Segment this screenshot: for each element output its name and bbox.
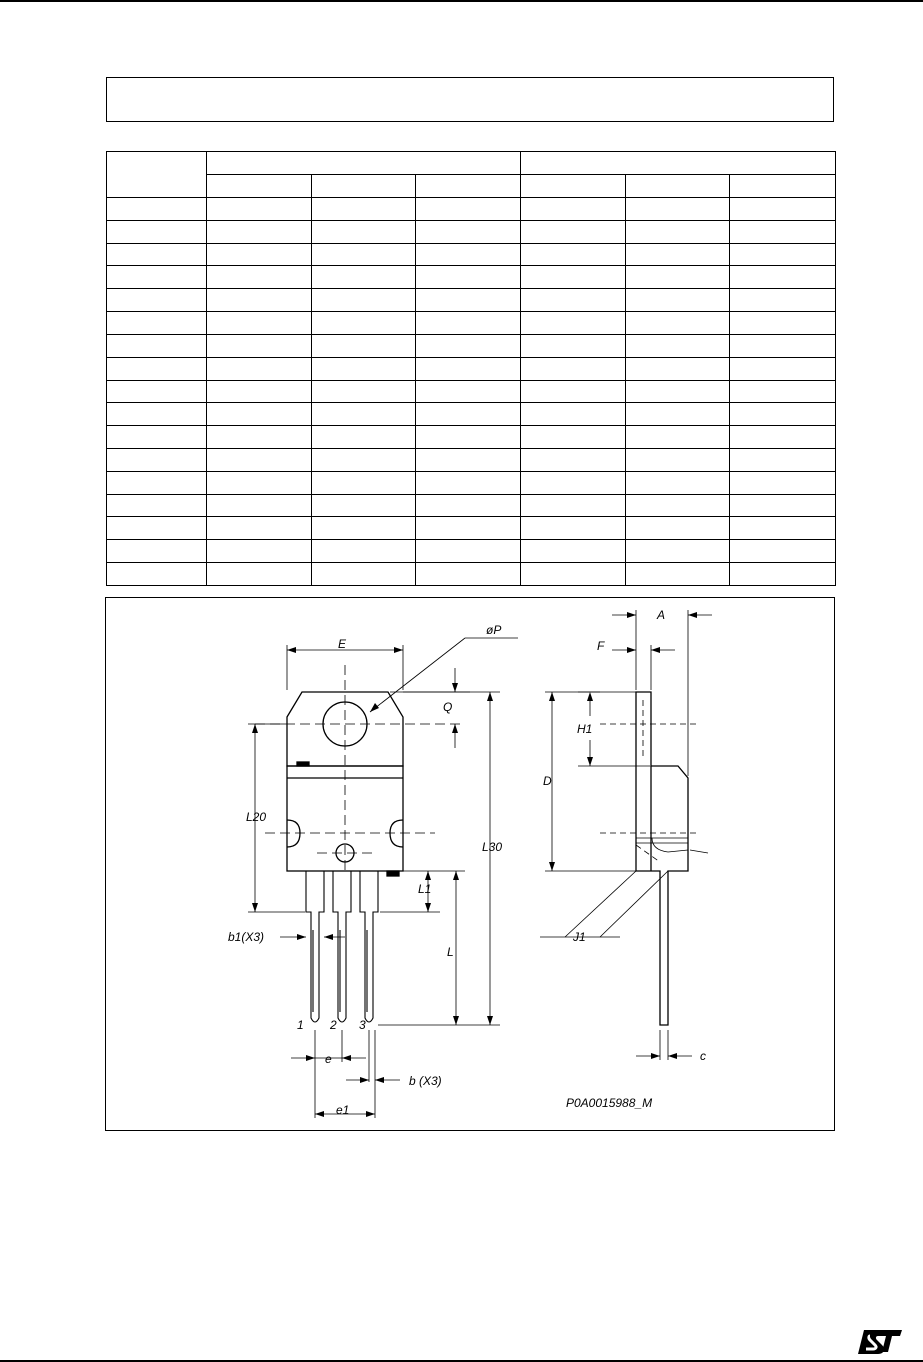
- label-L30: L30: [482, 840, 502, 854]
- table-cell: [414, 562, 522, 586]
- label-J1: J1: [572, 930, 586, 944]
- label-L1: L1: [418, 882, 431, 896]
- table-row: [106, 219, 837, 244]
- bottom-rule: [0, 1360, 923, 1362]
- side-hidden-lines: [600, 700, 700, 863]
- label-L: L: [447, 945, 454, 959]
- top-rule: [0, 0, 923, 2]
- marker: [296, 761, 310, 767]
- label-b: b (X3): [409, 1074, 442, 1088]
- body-outline: [286, 765, 404, 872]
- table-cell: [414, 219, 522, 244]
- label-e: e: [325, 1052, 332, 1066]
- subheader-cell: [414, 174, 522, 198]
- subheader-cell: [729, 174, 837, 198]
- table-cell: [729, 197, 837, 221]
- dimensions-table: [106, 151, 837, 586]
- label-b1: b1(X3): [228, 930, 264, 944]
- label-H1: H1: [577, 722, 592, 736]
- label-Q: Q: [443, 700, 452, 714]
- drawing-code: P0A0015988_M: [566, 1096, 652, 1110]
- table-row: [106, 493, 837, 518]
- label-D: D: [543, 774, 552, 788]
- label-pin1: 1: [297, 1018, 304, 1032]
- table-cell: [414, 197, 522, 221]
- table-row: [106, 333, 837, 358]
- arrow-heads: [252, 647, 493, 1117]
- table-subheader-row: [107, 174, 837, 198]
- table-body: [106, 197, 837, 586]
- package-drawing-frame: [105, 597, 835, 1131]
- label-e1: e1: [336, 1103, 349, 1117]
- table-row: [106, 470, 837, 495]
- label-pin2: 2: [329, 1018, 337, 1032]
- label-E: E: [338, 637, 347, 651]
- table-row: [106, 562, 837, 586]
- leads: [305, 871, 379, 1023]
- center-lines: [255, 665, 460, 870]
- front-dimensions: [248, 637, 518, 1118]
- st-logo-icon: [858, 1330, 902, 1354]
- label-c: c: [700, 1049, 706, 1063]
- subheader-cell: [520, 174, 627, 198]
- label-F: F: [597, 639, 605, 653]
- label-oP: øP: [486, 623, 501, 637]
- subheader-cell: [625, 174, 731, 198]
- table-row: [106, 425, 837, 449]
- label-L20: L20: [246, 810, 266, 824]
- label-pin3: 3: [359, 1018, 366, 1032]
- header-dim-cell: [106, 151, 207, 198]
- header-group-1: [205, 151, 522, 175]
- table-cell: [729, 562, 837, 586]
- table-cell: [729, 219, 837, 244]
- side-arrow-heads: [549, 612, 697, 1059]
- front-view: [286, 691, 404, 1023]
- table-row: [106, 197, 837, 221]
- table-row: [106, 402, 837, 427]
- subheader-cell: [311, 174, 416, 198]
- subheader-cell: [206, 174, 312, 198]
- table-title-box: [106, 77, 834, 122]
- label-A: A: [656, 608, 665, 622]
